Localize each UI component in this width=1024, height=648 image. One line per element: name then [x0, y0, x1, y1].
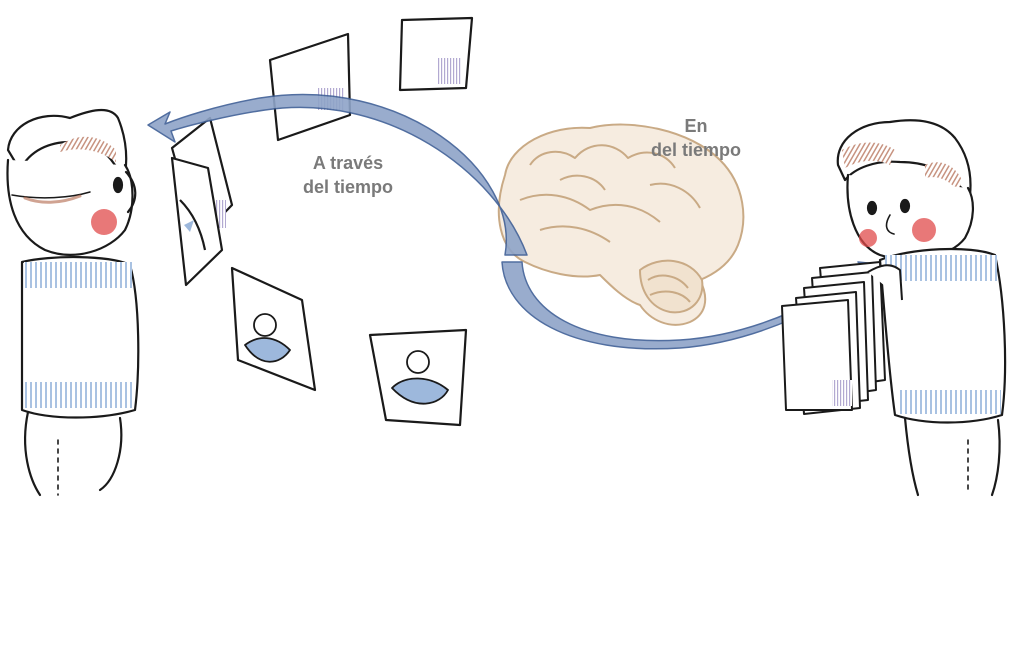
brain-icon: [497, 123, 745, 326]
photo-icon: [268, 32, 352, 142]
person-right-icon: [836, 119, 1007, 497]
person-left-icon: [6, 109, 140, 497]
label-in-time-line2: del tiempo: [650, 140, 741, 160]
photo-icon: [230, 266, 317, 392]
label-across-time-line1: A través: [312, 153, 384, 173]
photo-icon: [368, 328, 468, 427]
label-in-time-line1: En: [684, 116, 708, 136]
label-in-time: En del tiempo: [626, 114, 766, 162]
photo-icon: [170, 156, 224, 287]
arrow-through-time: [147, 93, 528, 256]
paper-stack-icon: [781, 261, 903, 415]
label-across-time: A través del tiempo: [283, 151, 413, 199]
photo-icon: [398, 16, 474, 92]
label-across-time-line2: del tiempo: [302, 177, 393, 197]
